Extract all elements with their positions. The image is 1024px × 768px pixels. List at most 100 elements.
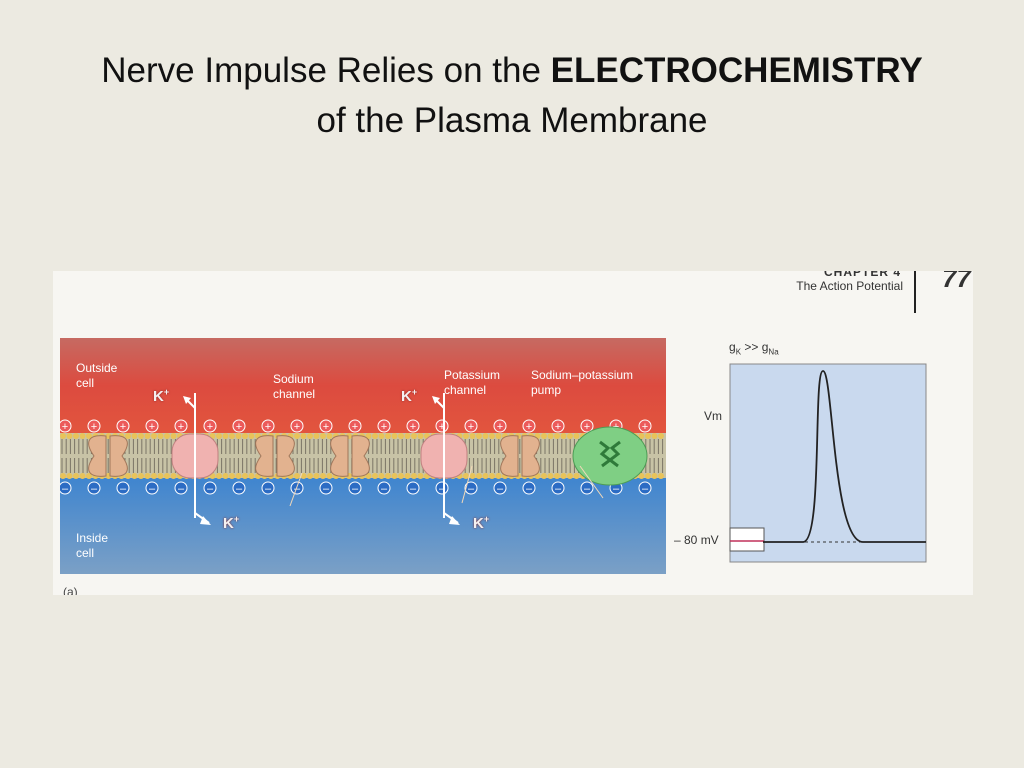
page-number: 77 xyxy=(942,271,971,293)
negative-charge: – xyxy=(60,481,72,495)
positive-charge-dot xyxy=(290,419,304,433)
plus-sign: + xyxy=(207,421,213,433)
channel-subunit-right xyxy=(109,435,128,477)
plus-sign: + xyxy=(526,421,532,433)
positive-charge: + xyxy=(638,419,652,433)
positive-charge: + xyxy=(87,419,101,433)
positive-charge-dot xyxy=(348,419,362,433)
pump-label-line1: Sodium–potassium xyxy=(531,368,634,382)
channel-subunit-right xyxy=(276,435,295,477)
lipid-head xyxy=(554,473,560,479)
positive-charge: + xyxy=(348,419,362,433)
inside-region xyxy=(60,478,666,574)
lipid-head xyxy=(131,473,138,479)
plus-sign: + xyxy=(555,421,561,433)
lipid-head xyxy=(313,473,320,479)
lipid-head xyxy=(463,433,469,439)
lipid-head xyxy=(378,473,385,479)
positive-charge-dot xyxy=(174,419,188,433)
lipid-head xyxy=(372,433,378,439)
minus-sign: – xyxy=(62,483,69,495)
lipid-head xyxy=(307,433,313,439)
lipid-head xyxy=(482,473,489,479)
lipid-head xyxy=(307,473,313,479)
minus-sign: – xyxy=(323,483,330,495)
sodium-label-line2: channel xyxy=(273,387,316,401)
inside-label-line1: Inside xyxy=(76,531,109,545)
plus-sign: + xyxy=(584,421,590,433)
title-bold-text: ELECTROCHEMISTRY xyxy=(550,51,923,90)
k-efflux-arrowhead xyxy=(449,516,460,525)
lipid-head xyxy=(138,433,144,439)
lipid-head xyxy=(398,473,404,479)
negative-charge-dot xyxy=(116,481,130,495)
lipid-head xyxy=(372,473,378,479)
negative-charge: – xyxy=(522,481,536,495)
minus-sign: – xyxy=(265,483,272,495)
lipid-head xyxy=(385,433,391,439)
lipid-head xyxy=(365,433,372,439)
positive-charge: + xyxy=(493,419,507,433)
outside-cell-label: Outside cell xyxy=(76,361,117,391)
plus-sign: + xyxy=(149,421,155,433)
plus-sign: + xyxy=(178,421,184,433)
page-divider xyxy=(914,271,916,313)
k-ion-label-inside-1: K+ xyxy=(223,514,240,532)
textbook-figure: CHAPTER 4 The Action Potential 77 +–+–+–… xyxy=(53,271,973,595)
title-text: Nerve Impulse Relies on the xyxy=(101,51,551,90)
pump-body xyxy=(572,426,648,486)
minus-sign: – xyxy=(497,483,504,495)
lipid-head xyxy=(164,433,170,439)
k-efflux-arrowhead xyxy=(200,516,211,525)
minus-sign: – xyxy=(526,483,533,495)
lipid-head xyxy=(398,433,404,439)
negative-charge: – xyxy=(580,481,594,495)
outside-label-line1: Outside xyxy=(76,361,118,375)
positive-charge-dot xyxy=(551,419,565,433)
pump-label-pointer xyxy=(579,465,604,499)
lipid-head xyxy=(560,473,567,479)
positive-charge: + xyxy=(551,419,565,433)
positive-charge-dot xyxy=(87,419,101,433)
pump-label-line2: pump xyxy=(531,383,562,397)
sodium-channel xyxy=(500,435,540,477)
positive-charge-dot xyxy=(377,419,391,433)
minus-sign: – xyxy=(236,483,243,495)
minus-sign: – xyxy=(468,483,475,495)
lipid-head xyxy=(73,473,79,479)
channel-subunit-left xyxy=(330,435,349,477)
negative-charge-dot xyxy=(580,481,594,495)
positive-charge: + xyxy=(290,419,304,433)
plus-sign: + xyxy=(265,421,271,433)
lipid-head xyxy=(229,433,235,439)
lipid-head xyxy=(547,473,554,479)
lipid-head xyxy=(300,473,307,479)
potassium-label-line1: Potassium xyxy=(444,368,501,382)
negative-charge-dot xyxy=(551,481,565,495)
lipid-head xyxy=(79,433,86,439)
lipid-head xyxy=(554,433,560,439)
plus-sign: + xyxy=(352,421,358,433)
minus-sign: – xyxy=(555,483,562,495)
positive-charge: + xyxy=(174,419,188,433)
lipid-head xyxy=(411,473,417,479)
minus-sign: – xyxy=(207,483,214,495)
lipid-head xyxy=(164,473,170,479)
negative-charge: – xyxy=(348,481,362,495)
lipid-head xyxy=(170,433,177,439)
minus-sign: – xyxy=(381,483,388,495)
lipid-head xyxy=(66,433,73,439)
lipid-head xyxy=(86,473,92,479)
conductance-label: gK >> gNa xyxy=(729,340,779,357)
lipid-head xyxy=(541,473,547,479)
lipid-head xyxy=(489,433,495,439)
positive-charge-dot xyxy=(232,419,246,433)
positive-charge-dot xyxy=(319,419,333,433)
resting-marker-box xyxy=(729,527,765,552)
lipid-head xyxy=(235,433,242,439)
lipid-head xyxy=(86,433,92,439)
potassium-label-line2: channel xyxy=(444,383,487,397)
lipid-head xyxy=(170,473,177,479)
negative-charge: – xyxy=(232,481,246,495)
lipid-head xyxy=(658,433,664,439)
